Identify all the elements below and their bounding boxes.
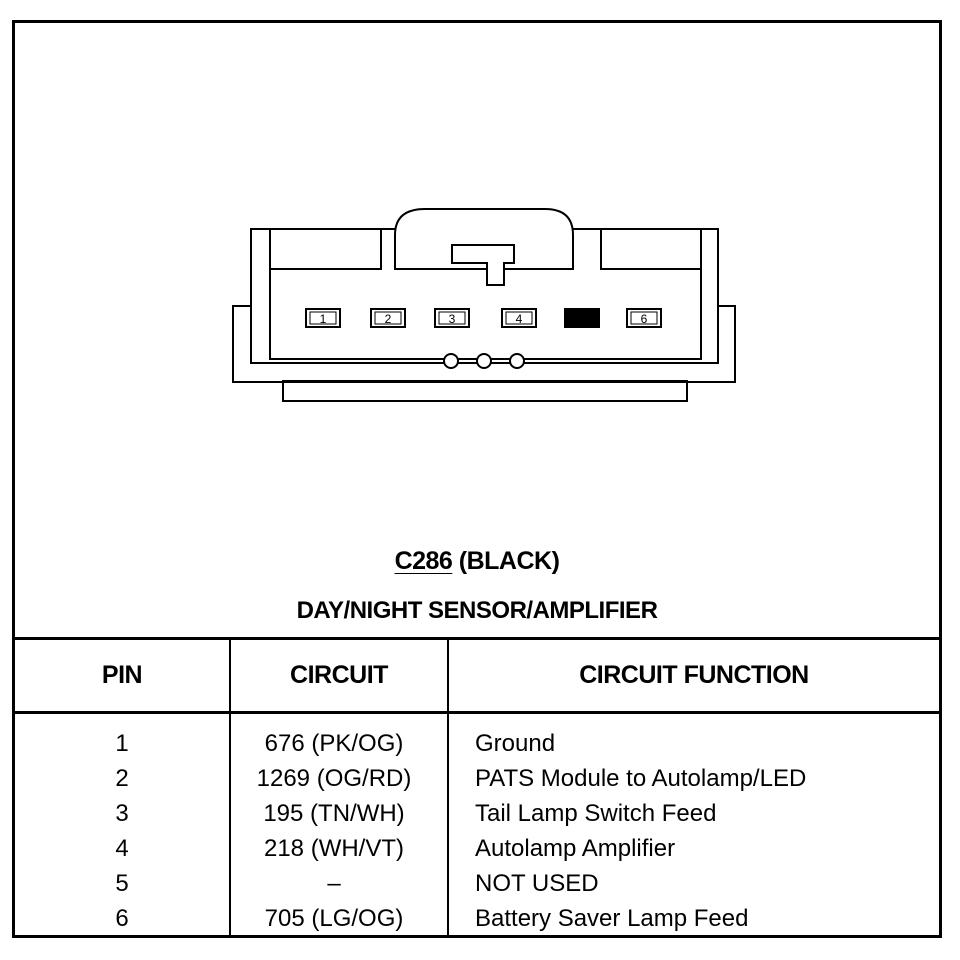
pin-label: 1 [320,312,327,326]
header-function: CIRCUIT FUNCTION [447,637,939,714]
header-circuit: CIRCUIT [229,637,448,714]
alignment-dots [443,353,525,369]
pinout-table: PIN CIRCUIT CIRCUIT FUNCTION 1 676 (PK/OG… [15,637,939,936]
circuit-cell: 705 (LG/OG) [229,901,448,936]
function-cell: Tail Lamp Switch Feed [447,796,939,831]
circuit-cell: – [229,866,448,901]
circuit-cell: 195 (TN/WH) [229,796,448,831]
function-cell: Ground [447,712,939,761]
pin-cell: 3 [115,800,129,827]
pin-cell: 1 [115,730,129,757]
connector-title: C286 (BLACK) [15,547,939,576]
pin-label: 4 [516,312,523,326]
pin-cavity-4: 4 [501,308,537,328]
table-row: 2 1269 (OG/RD)PATS Module to Autolamp/LED [15,761,939,796]
table-header-row: PIN CIRCUIT CIRCUIT FUNCTION [15,637,939,714]
function-cell: NOT USED [447,866,939,901]
pin-cell: 6 [115,905,129,932]
pin-cavity-5 [564,308,600,328]
pinout-table-wrap: PIN CIRCUIT CIRCUIT FUNCTION 1 676 (PK/OG… [15,637,939,936]
pin-label: 3 [449,312,456,326]
pin-cell: 2 [115,765,129,792]
pin-cavities: 1 2 3 4 6 [305,308,662,328]
connector-base [282,380,688,402]
connector-code: C286 [394,547,453,575]
table-row: 3 195 (TN/WH)Tail Lamp Switch Feed [15,796,939,831]
table-row: 1 676 (PK/OG)Ground [15,712,939,761]
connector-color: (BLACK) [458,547,560,575]
table-row: 4 218 (WH/VT)Autolamp Amplifier [15,831,939,866]
table-row: 6 705 (LG/OG)Battery Saver Lamp Feed [15,901,939,936]
connector-name: DAY/NIGHT SENSOR/AMPLIFIER [296,597,658,624]
pin-label: 6 [641,312,648,326]
pin-cell: 4 [115,835,129,862]
connector-face-diagram: 1 2 3 4 6 [232,208,736,402]
pin-cell: 5 [115,870,129,897]
right-latch-window [600,228,701,270]
header-pin: PIN [15,637,230,714]
function-cell: Autolamp Amplifier [447,831,939,866]
table-row: 5 –NOT USED [15,866,939,901]
pin-cavity-3: 3 [434,308,470,328]
left-latch-window [270,228,382,270]
function-cell: PATS Module to Autolamp/LED [447,761,939,796]
pin-cavity-2: 2 [370,308,406,328]
circuit-cell: 676 (PK/OG) [229,712,448,761]
polarizing-key [451,244,515,286]
function-cell: Battery Saver Lamp Feed [447,901,939,936]
pin-cavity-6: 6 [626,308,662,328]
pin-label: 2 [385,312,392,326]
pin-cavity-1: 1 [305,308,341,328]
circuit-cell: 218 (WH/VT) [229,831,448,866]
locking-tab [394,208,574,270]
circuit-cell: 1269 (OG/RD) [229,761,448,796]
connector-frame: 1 2 3 4 6 C286 (BLACK) DAY/NIGHT SENSOR/AMPL… [12,20,942,938]
